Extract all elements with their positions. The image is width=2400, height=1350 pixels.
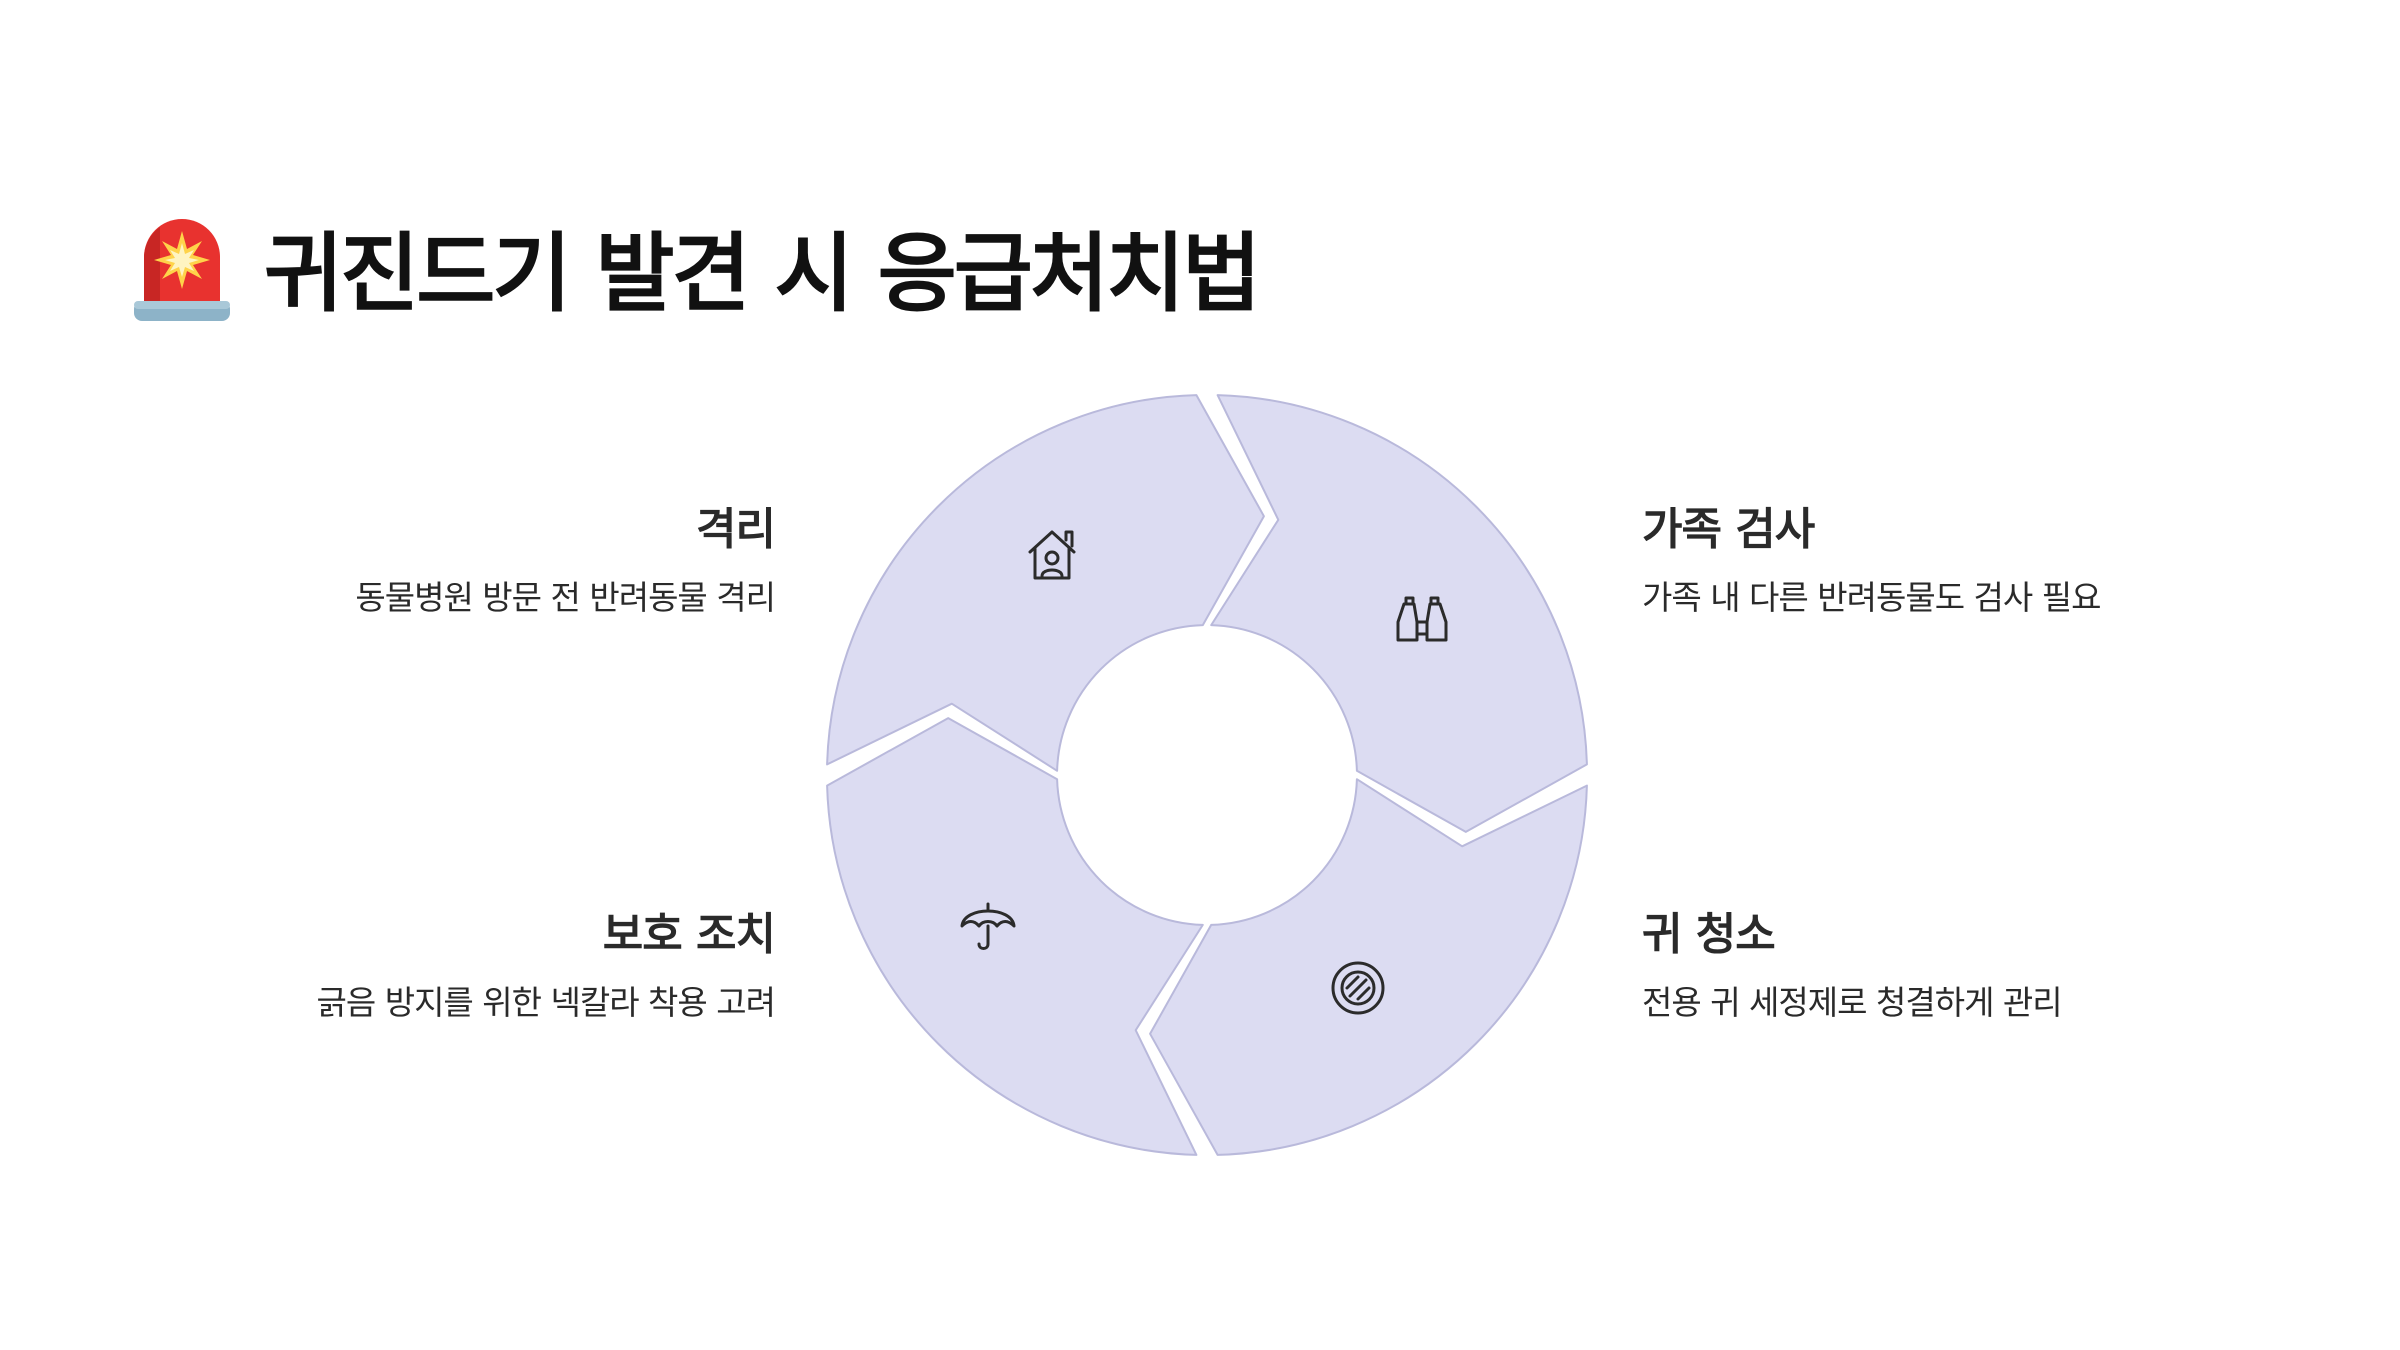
step-isolation: 격리 동물병원 방문 전 반려동물 격리 [215, 500, 776, 620]
step-title-family-check: 가족 검사 [1642, 504, 1815, 555]
title-row: 귀진드기 발견 시 응급처치법 [130, 200, 1261, 330]
step-title-protection: 보호 조치 [602, 909, 776, 960]
step-ear-cleaning: 귀 청소 전용 귀 세정제로 청결하게 관리 [1642, 905, 2202, 1025]
step-desc-family-check: 가족 내 다른 반려동물도 검사 필요 [1642, 578, 2102, 617]
step-title-ear-cleaning: 귀 청소 [1642, 909, 1776, 960]
rotating-light-siren-icon [134, 219, 230, 321]
segment-isolation [826, 394, 1265, 772]
step-family-check: 가족 검사 가족 내 다른 반려동물도 검사 필요 [1642, 500, 2202, 620]
umbrella-icon [960, 902, 1016, 950]
step-title-isolation: 격리 [696, 504, 776, 555]
step-protection: 보호 조치 긁음 방지를 위한 넥칼라 착용 고려 [215, 905, 777, 1025]
ear-cleaning-icon [1331, 961, 1385, 1015]
segment-protection [826, 717, 1204, 1156]
step-desc-ear-cleaning: 전용 귀 세정제로 청결하게 관리 [1642, 983, 2063, 1022]
step-desc-isolation: 동물병원 방문 전 반려동물 격리 [355, 578, 776, 617]
segment-family-check [1210, 394, 1588, 833]
page-title: 귀진드기 발견 시 응급처치법 [264, 223, 1261, 324]
house-person-icon [1028, 530, 1076, 580]
binoculars-icon [1396, 596, 1448, 642]
segment-ear-cleaning [1149, 778, 1588, 1156]
step-desc-protection: 긁음 방지를 위한 넥칼라 착용 고려 [316, 983, 777, 1022]
